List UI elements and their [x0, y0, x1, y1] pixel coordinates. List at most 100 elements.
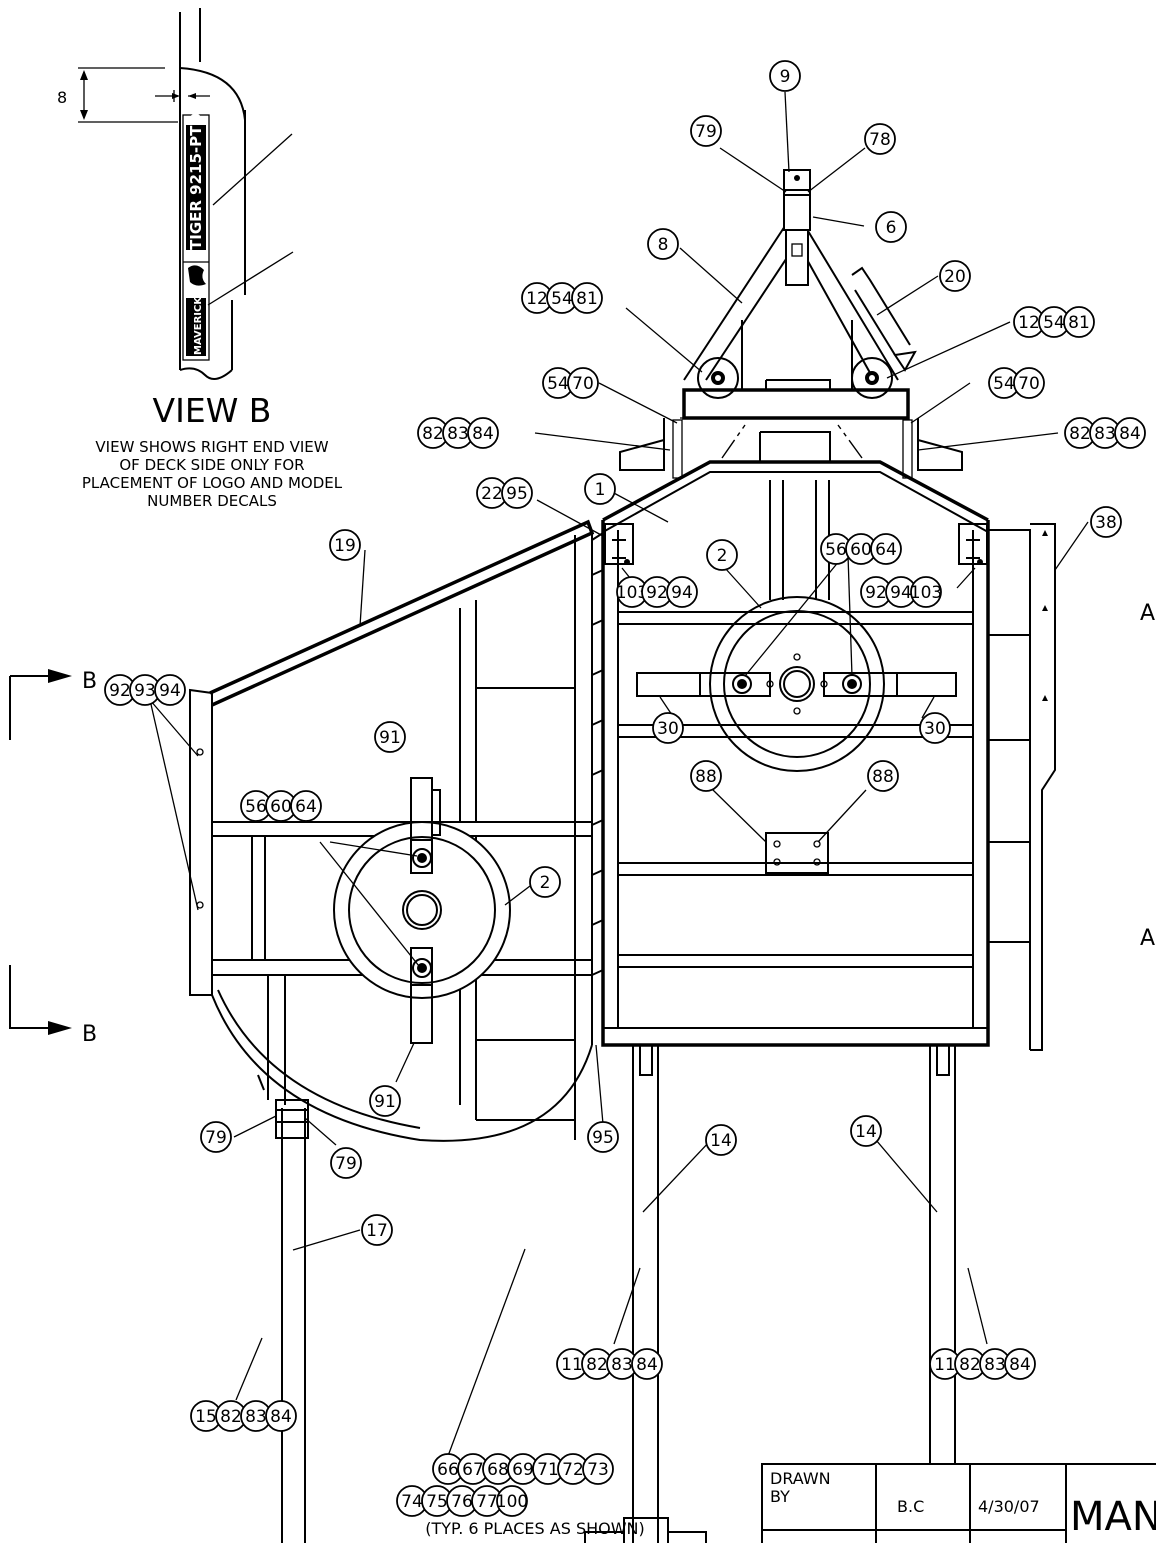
view-b-note-line-4: NUMBER DECALS: [147, 492, 277, 510]
svg-text:17: 17: [366, 1221, 388, 1241]
callout-c79_b-79: 79: [330, 1147, 362, 1179]
svg-text:92: 92: [109, 681, 131, 701]
section-mark-top: B: [82, 669, 97, 694]
svg-text:103: 103: [616, 583, 648, 603]
svg-text:38: 38: [1095, 513, 1117, 533]
callout-c11828384_r-82: 82: [954, 1348, 986, 1380]
callout-c9294103-92: 92: [860, 576, 892, 608]
callout-c11828384_r-83: 83: [979, 1348, 1011, 1380]
svg-text:81: 81: [1068, 313, 1090, 333]
callout-c125481_r-81: 81: [1063, 306, 1095, 338]
svg-text:88: 88: [695, 767, 717, 787]
section-mark-bottom: B: [82, 1022, 97, 1047]
title-block-drawn-label-1: DRAWN: [770, 1469, 831, 1488]
callout-c566064_top-64: 64: [870, 533, 902, 565]
callout-c11828384_l-84: 84: [631, 1348, 663, 1380]
svg-text:60: 60: [850, 540, 872, 560]
svg-text:83: 83: [984, 1355, 1006, 1375]
callout-c15828384-83: 83: [240, 1400, 272, 1432]
callout-c30_l-30: 30: [652, 712, 684, 744]
callout-c17-17: 17: [361, 1214, 393, 1246]
svg-text:14: 14: [710, 1131, 732, 1151]
svg-text:66: 66: [437, 1460, 459, 1480]
view-b-note-line-3: PLACEMENT OF LOGO AND MODEL: [82, 474, 343, 492]
callout-c566064_left-64: 64: [290, 790, 322, 822]
svg-text:94: 94: [890, 583, 912, 603]
svg-text:100: 100: [496, 1492, 528, 1512]
callout-c929394-93: 93: [129, 674, 161, 706]
svg-text:88: 88: [872, 767, 894, 787]
svg-text:64: 64: [295, 797, 317, 817]
svg-text:95: 95: [506, 484, 528, 504]
callout-c2295-22: 22: [476, 477, 508, 509]
callout-c828384_l-84: 84: [467, 417, 499, 449]
callout-c74_100-74: 74: [396, 1485, 428, 1517]
svg-text:84: 84: [270, 1407, 292, 1427]
svg-text:72: 72: [562, 1460, 584, 1480]
callout-c79_top-79: 79: [690, 115, 722, 147]
callout-c9294103-94: 94: [885, 576, 917, 608]
view-b-detail: TIGER 9215-PTOW MAVERICK 8 VIEW B VIEW S…: [57, 8, 343, 510]
svg-text:70: 70: [572, 374, 594, 394]
svg-text:84: 84: [1009, 1355, 1031, 1375]
svg-text:82: 82: [586, 1355, 608, 1375]
svg-text:83: 83: [611, 1355, 633, 1375]
svg-text:93: 93: [134, 681, 156, 701]
callout-c5470_r-70: 70: [1013, 367, 1045, 399]
callout-c8-8: 8: [647, 228, 679, 260]
callout-c125481_r-54: 54: [1038, 306, 1070, 338]
callout-c78-78: 78: [864, 123, 896, 155]
callout-c91_bot-91: 91: [369, 1085, 401, 1117]
svg-text:54: 54: [547, 374, 569, 394]
svg-text:81: 81: [576, 289, 598, 309]
callout-c11828384_l-83: 83: [606, 1348, 638, 1380]
svg-text:12: 12: [1018, 313, 1040, 333]
callout-c11828384_r-84: 84: [1004, 1348, 1036, 1380]
svg-text:2: 2: [717, 546, 728, 566]
svg-text:103: 103: [910, 583, 942, 603]
svg-text:60: 60: [270, 797, 292, 817]
callout-c125481_l-12: 12: [521, 282, 553, 314]
svg-text:14: 14: [855, 1122, 877, 1142]
svg-text:92: 92: [646, 583, 668, 603]
left-wing-deck: [189, 519, 595, 1543]
svg-text:30: 30: [924, 719, 946, 739]
svg-text:75: 75: [426, 1492, 448, 1512]
callout-c74_100-76: 76: [446, 1485, 478, 1517]
callout-c125481_l-54: 54: [546, 282, 578, 314]
svg-text:70: 70: [1018, 374, 1040, 394]
callout-c91_top-91: 91: [374, 721, 406, 753]
callout-c66_73-72: 72: [557, 1453, 589, 1485]
svg-text:84: 84: [472, 424, 494, 444]
callout-c5470_l-70: 70: [567, 367, 599, 399]
svg-text:82: 82: [1069, 424, 1091, 444]
svg-text:54: 54: [551, 289, 573, 309]
svg-text:91: 91: [379, 728, 401, 748]
svg-text:19: 19: [334, 536, 356, 556]
svg-text:79: 79: [205, 1128, 227, 1148]
title-block-date: 4/30/07: [978, 1497, 1040, 1516]
callout-c15828384-15: 15: [190, 1400, 222, 1432]
edge-letter-1: A: [1140, 601, 1155, 626]
callout-c74_100-100: 100: [496, 1485, 528, 1517]
hitch-a-frame: [619, 169, 963, 479]
svg-text:76: 76: [451, 1492, 473, 1512]
svg-text:83: 83: [245, 1407, 267, 1427]
callout-c14_r-14: 14: [850, 1115, 882, 1147]
callout-c14_l-14: 14: [705, 1124, 737, 1156]
callout-c88_r-88: 88: [867, 760, 899, 792]
svg-text:1: 1: [595, 480, 606, 500]
svg-text:11: 11: [934, 1355, 956, 1375]
svg-text:11: 11: [561, 1355, 583, 1375]
title-block-title: MAN: [1070, 1494, 1156, 1540]
callout-c74_100-77: 77: [471, 1485, 503, 1517]
svg-text:56: 56: [245, 797, 267, 817]
svg-text:84: 84: [1119, 424, 1141, 444]
callout-c66_73-71: 71: [532, 1453, 564, 1485]
callout-c9-9: 9: [769, 60, 801, 92]
view-b-logo-decal: MAVERICK: [193, 296, 204, 355]
callout-c38-38: 38: [1090, 506, 1122, 538]
callout-c11828384_r-11: 11: [929, 1348, 961, 1380]
callout-c828384_r-84: 84: [1114, 417, 1146, 449]
